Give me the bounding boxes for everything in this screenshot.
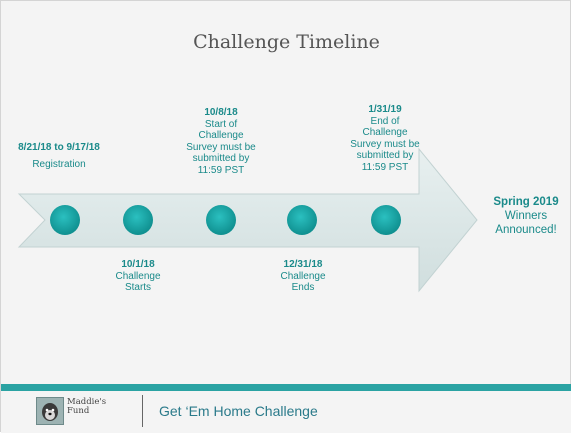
milestone-date: 8/21/18 to 9/17/18 xyxy=(18,142,100,153)
milestone-text: Registration xyxy=(32,158,86,170)
milestone-text: End of Challenge Survey must be submitte… xyxy=(350,115,420,173)
footer-divider xyxy=(142,395,143,427)
milestone-label-challenge-starts: 10/1/18 Challenge Starts xyxy=(106,259,170,294)
footer: Maddie's Fund Get ‘Em Home Challenge xyxy=(1,391,571,433)
milestone-date: 10/1/18 xyxy=(121,259,155,270)
milestone-label-challenge-ends: 12/31/18 Challenge Ends xyxy=(271,259,335,294)
logo-text-value: Maddie's Fund xyxy=(67,397,107,416)
milestone-label-start-survey: 10/8/18 Start of Challenge Survey must b… xyxy=(183,107,259,176)
dog-logo-icon xyxy=(36,397,64,425)
milestone-date: 1/31/19 xyxy=(368,104,402,115)
footer-accent-bar xyxy=(1,384,571,391)
milestone-dot-1 xyxy=(50,205,80,235)
milestone-dot-2 xyxy=(123,205,153,235)
milestone-label-registration: 8/21/18 to 9/17/18 Registration xyxy=(14,142,104,170)
milestone-dot-4 xyxy=(287,205,317,235)
final-date: Spring 2019 xyxy=(493,196,559,208)
timeline-arrow xyxy=(17,147,478,293)
final-text: Winners Announced! xyxy=(495,210,557,236)
milestone-date: 10/8/18 xyxy=(204,107,238,118)
milestone-text: Challenge Starts xyxy=(115,270,161,294)
milestone-date: 12/31/18 xyxy=(283,259,323,270)
footer-title: Get ‘Em Home Challenge xyxy=(159,403,318,419)
milestone-label-end-survey: 1/31/19 End of Challenge Survey must be … xyxy=(347,104,423,173)
final-milestone: Spring 2019 Winners Announced! xyxy=(481,195,571,237)
slide-title: Challenge Timeline xyxy=(193,31,380,53)
milestone-text: Start of Challenge Survey must be submit… xyxy=(186,118,256,176)
milestone-text: Challenge Ends xyxy=(280,270,326,294)
milestone-dot-5 xyxy=(371,205,401,235)
milestone-dot-3 xyxy=(206,205,236,235)
logo-text: Maddie's Fund xyxy=(67,397,107,416)
